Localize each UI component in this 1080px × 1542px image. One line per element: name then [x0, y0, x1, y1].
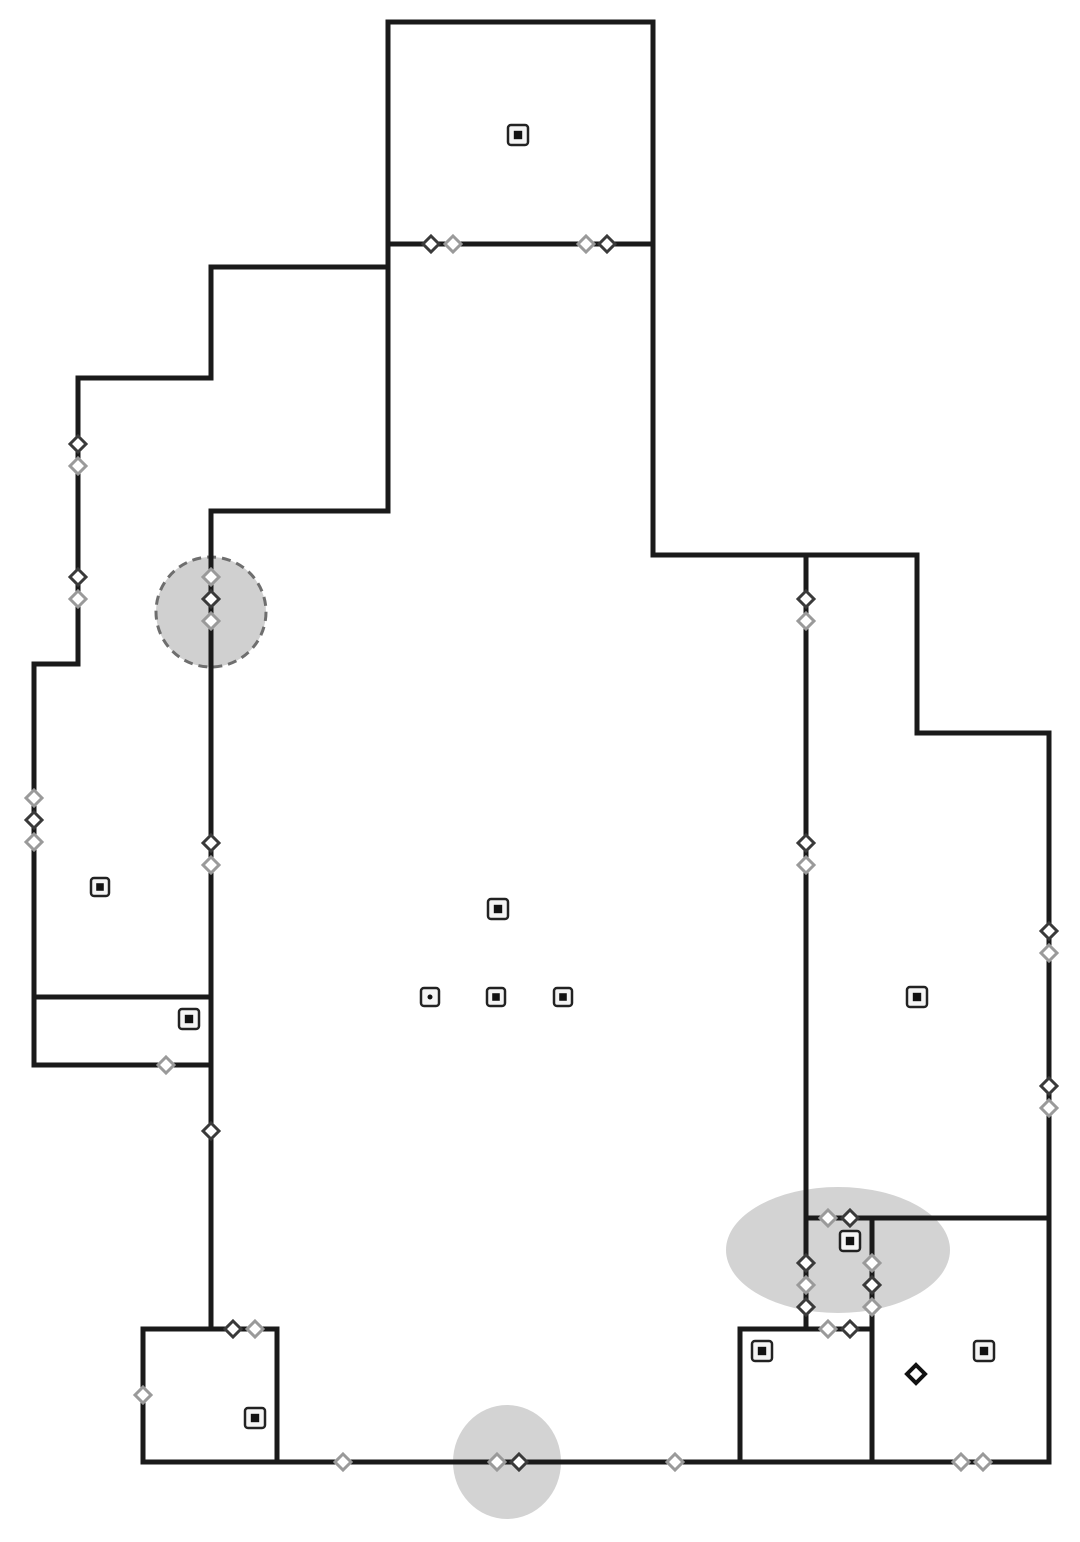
diamond-door-icon [795, 588, 817, 610]
diamond-door-icon [795, 610, 817, 632]
square-marker-icon [552, 986, 574, 1008]
diamond-door-icon [23, 831, 45, 853]
diamond-door-icon [839, 1318, 861, 1340]
diamond-door-icon [200, 854, 222, 876]
square-marker-icon [177, 1007, 201, 1031]
diamond-door-icon [442, 233, 464, 255]
diamond-door-icon [904, 1362, 928, 1386]
diamond-door-icon [839, 1207, 861, 1229]
diamond-door-icon [200, 588, 222, 610]
diamond-door-icon [795, 854, 817, 876]
diamond-door-icon [795, 1252, 817, 1274]
diamond-door-icon [596, 233, 618, 255]
diamond-door-icon [508, 1451, 530, 1473]
highlight-zone-right [726, 1187, 950, 1313]
diamond-door-icon [222, 1318, 244, 1340]
walls-layer [31, 19, 1052, 1465]
square-marker-icon [486, 897, 510, 921]
square-marker-icon [485, 986, 507, 1008]
diamond-door-icon [155, 1054, 177, 1076]
square-marker-icon [243, 1406, 267, 1430]
wall-bottom-left-room [140, 1326, 280, 1465]
square-marker-icon [972, 1339, 996, 1363]
square-marker-icon [89, 876, 111, 898]
diamond-door-icon [795, 832, 817, 854]
wall-main-hall-left [208, 264, 391, 1332]
diamond-door-icon [200, 566, 222, 588]
diamond-door-icon [664, 1451, 686, 1473]
diamond-door-icon [861, 1296, 883, 1318]
square-marker-icon [838, 1229, 862, 1253]
square-marker-icon [419, 986, 441, 1008]
diamond-door-icon [950, 1451, 972, 1473]
diamond-door-icon [486, 1451, 508, 1473]
diamond-door-icon [1038, 920, 1060, 942]
diamond-door-icon [23, 809, 45, 831]
diamond-door-icon [795, 1274, 817, 1296]
diamond-door-icon [200, 832, 222, 854]
square-marker-icon [905, 985, 929, 1009]
diamond-door-icon [67, 433, 89, 455]
diamond-door-icon [795, 1296, 817, 1318]
diamond-door-icon [244, 1318, 266, 1340]
diamond-door-icon [817, 1207, 839, 1229]
doors-layer [23, 233, 1060, 1473]
square-marker-icon [506, 123, 530, 147]
diamond-door-icon [200, 610, 222, 632]
diamond-door-icon [861, 1274, 883, 1296]
diamond-door-icon [132, 1384, 154, 1406]
diamond-door-icon [1038, 1075, 1060, 1097]
diamond-door-icon [200, 1120, 222, 1142]
markers-layer [89, 123, 996, 1430]
diamond-door-icon [817, 1318, 839, 1340]
diamond-door-icon [861, 1252, 883, 1274]
diamond-door-icon [972, 1451, 994, 1473]
diamond-door-icon [1038, 942, 1060, 964]
square-marker-icon [750, 1339, 774, 1363]
diamond-door-icon [23, 787, 45, 809]
diamond-door-icon [332, 1451, 354, 1473]
diamond-door-icon [67, 566, 89, 588]
diamond-door-icon [1038, 1097, 1060, 1119]
diamond-door-icon [575, 233, 597, 255]
diamond-door-icon [67, 588, 89, 610]
diamond-door-icon [420, 233, 442, 255]
diamond-door-icon [67, 455, 89, 477]
